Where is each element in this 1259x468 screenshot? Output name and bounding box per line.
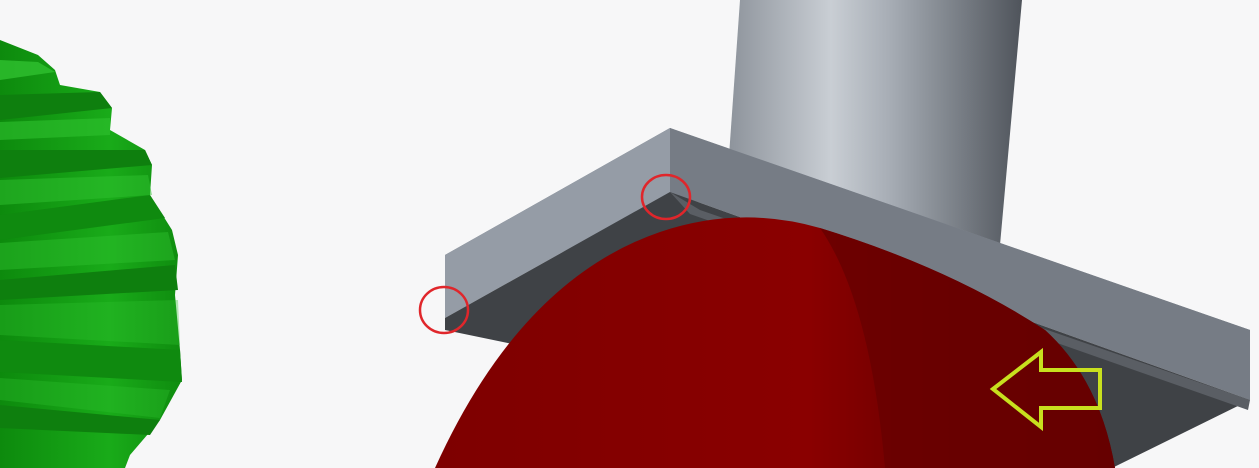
plate-right-face <box>670 128 1250 400</box>
plate-left-face <box>445 128 670 318</box>
red-circle-marker-1 <box>640 173 692 221</box>
green-gear <box>0 40 182 468</box>
red-circle-marker-2 <box>418 285 470 335</box>
yellow-arrow-left-icon <box>989 347 1102 432</box>
